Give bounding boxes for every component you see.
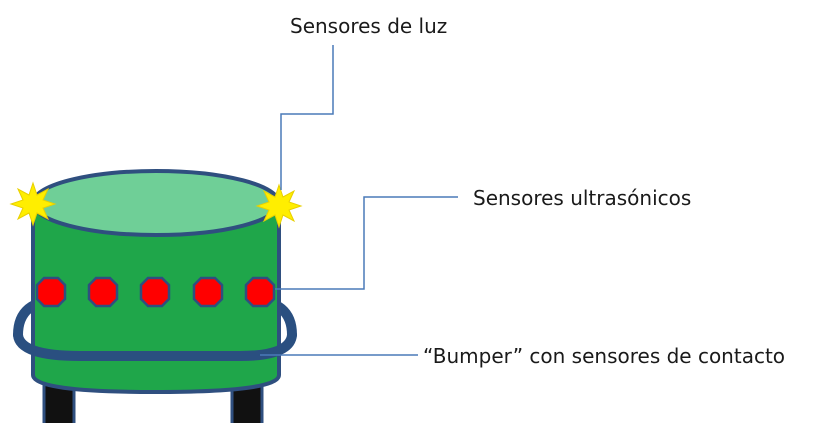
ultrasonic-sensor-5 xyxy=(244,276,276,308)
ultrasonic-sensor-2 xyxy=(87,276,119,308)
light-sensor-right xyxy=(255,183,303,229)
ultrasonic-sensors-label: Sensores ultrasónicos xyxy=(473,186,692,210)
light-sensor-left xyxy=(9,181,57,227)
leader-lines xyxy=(260,45,458,356)
ultrasonic-sensors xyxy=(35,276,276,308)
ultrasonic-sensor-3 xyxy=(139,276,171,308)
bumper-label: “Bumper” con sensores de contacto xyxy=(423,344,786,368)
ultrasonic-sensor-4 xyxy=(192,276,224,308)
ultrasonic-sensor-1 xyxy=(35,276,67,308)
light-sensors-label: Sensores de luz xyxy=(290,14,448,38)
bumper-front xyxy=(13,330,297,361)
leader-line-light xyxy=(280,45,334,190)
leader-line-ultrasonic xyxy=(275,196,458,290)
light-sensors xyxy=(9,181,303,229)
robot-top xyxy=(31,169,281,237)
